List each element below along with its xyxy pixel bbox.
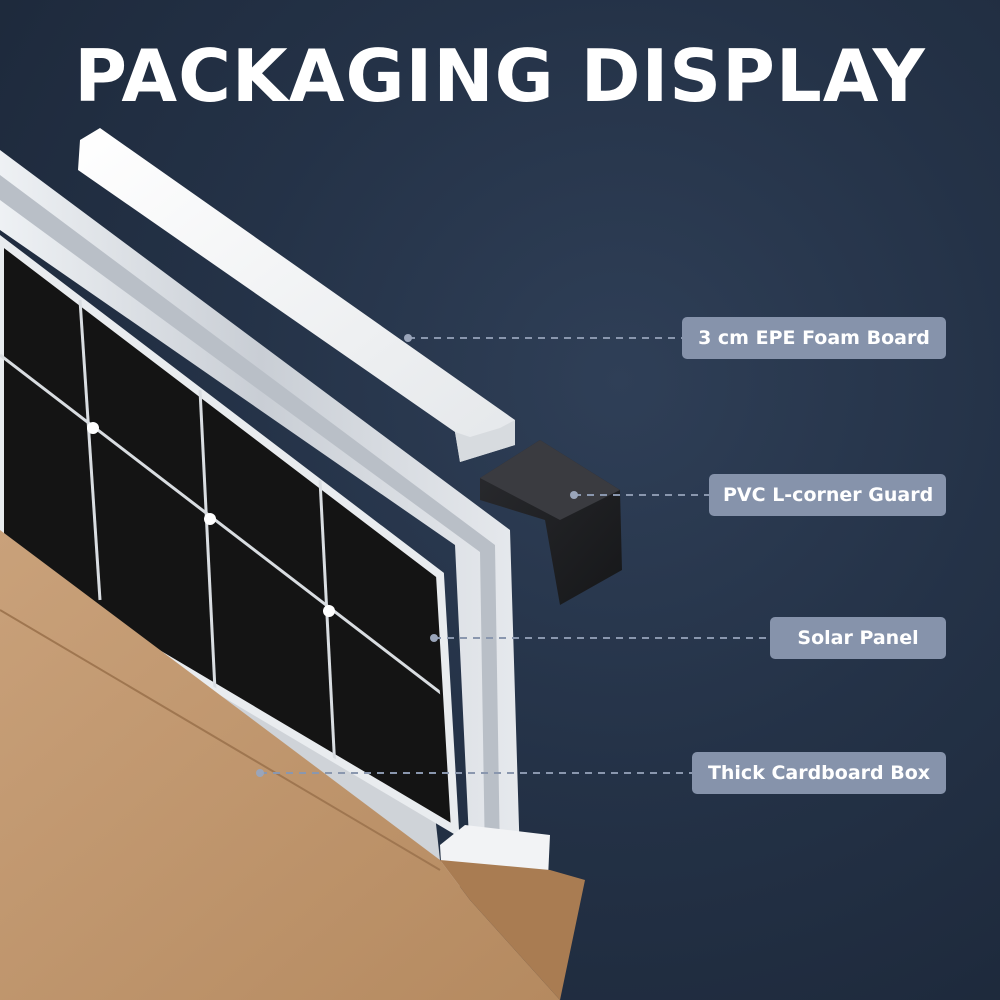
epe-foam-board-side: [455, 420, 515, 462]
callout-label-thick-cardboard-box: Thick Cardboard Box: [692, 752, 946, 794]
cardboard-box-flap: [440, 860, 585, 1000]
leader-lines: [260, 337, 770, 774]
thick-cardboard-box: [0, 530, 560, 1000]
page-title: PACKAGING DISPLAY: [74, 34, 926, 118]
solar-cell-nodes: [87, 422, 335, 617]
callout-label-pvc-l-corner-guard: PVC L-corner Guard: [709, 474, 946, 516]
callout-label-epe-foam-board: 3 cm EPE Foam Board: [682, 317, 946, 359]
solar-panel: [0, 240, 455, 830]
pvc-l-corner-guard-top: [480, 440, 620, 520]
cardboard-box-edge: [0, 609, 441, 871]
solar-cell-grid: [0, 299, 451, 771]
solar-panel-border: [0, 234, 460, 838]
callout-label-solar-panel: Solar Panel: [770, 617, 946, 659]
leader-dots: [256, 334, 578, 777]
epe-foam-board: [78, 128, 515, 462]
